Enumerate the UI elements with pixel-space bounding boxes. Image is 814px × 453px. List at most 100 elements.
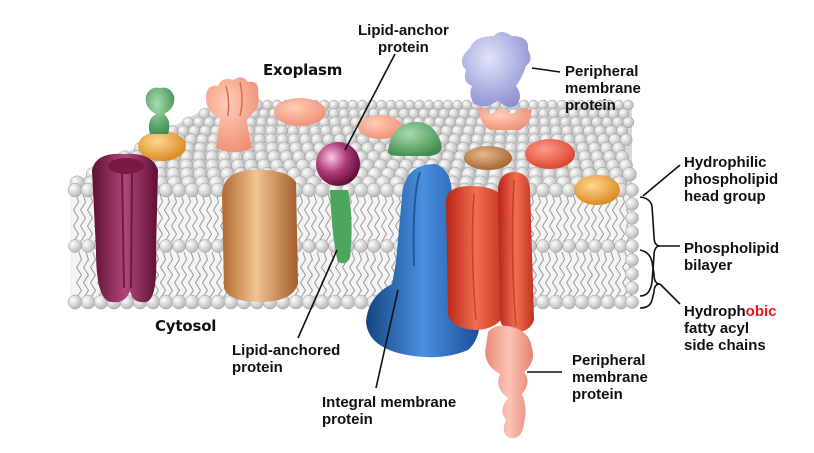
leader-integral: [375, 289, 399, 389]
phospholipid-head: [288, 294, 304, 310]
phospholipid-head: [625, 295, 639, 309]
phospholipid-head: [562, 239, 576, 253]
phospholipid-head: [197, 294, 213, 310]
phospholipid-head: [601, 239, 615, 253]
phospholipid-head: [625, 281, 639, 295]
phospholipid-head: [185, 239, 199, 253]
fatty-acyl-tail: [191, 193, 199, 243]
leader-hydrophilic: [642, 164, 681, 197]
phospholipid-head: [536, 239, 550, 253]
brace-hydrophilic: [639, 196, 661, 297]
phospholipid-head: [80, 294, 96, 310]
fatty-acyl-tail: [324, 193, 332, 243]
fatty-acyl-tail: [555, 193, 563, 243]
leader-lines: [297, 53, 681, 389]
phospholipid-head: [561, 182, 577, 198]
fatty-acyl-tail: [170, 193, 178, 243]
fatty-acyl-tail: [177, 193, 185, 243]
fatty-acyl-tail: [576, 193, 584, 243]
fatty-acyl-tail: [530, 251, 538, 299]
fatty-acyl-tail: [355, 251, 363, 299]
phospholipid-head: [172, 239, 186, 253]
phospholipid-head: [380, 239, 394, 253]
phospholipid-head: [158, 294, 174, 310]
phospholipid-head: [198, 239, 212, 253]
fatty-acyl-tail: [201, 251, 209, 299]
phospholipid-head: [184, 182, 200, 198]
purple-channel-protein: [92, 153, 158, 303]
fatty-acyl-tail: [198, 193, 206, 243]
phospholipid-head: [353, 182, 369, 198]
phospholipid-head: [625, 253, 639, 267]
phospholipid-head: [625, 267, 639, 281]
fatty-acyl-tail: [551, 251, 559, 299]
fatty-acyl-tail: [541, 193, 549, 243]
peripheral-protein-bottom: [485, 325, 533, 439]
fatty-acyl-tail: [317, 193, 325, 243]
fatty-acyl-tail: [380, 193, 388, 243]
phospholipid-head: [314, 182, 330, 198]
phospholipid-head: [625, 211, 639, 225]
fatty-acyl-tail: [86, 193, 94, 243]
fatty-acyl-tail: [373, 193, 381, 243]
phospholipid-head: [561, 294, 577, 310]
phospholipid-head: [315, 239, 329, 253]
phospholipid-head: [158, 182, 174, 198]
phospholipid-head: [625, 183, 639, 197]
lipid-anchor-protein-label: Lipid-anchor protein: [358, 22, 449, 56]
phospholipid-head: [535, 182, 551, 198]
phospholipid-head: [535, 294, 551, 310]
fatty-acyl-tail: [208, 251, 216, 299]
phospholipid-head: [549, 239, 563, 253]
phospholipid-head: [314, 294, 330, 310]
fatty-acyl-tail: [544, 251, 552, 299]
lipid-anchored-protein-label: Lipid-anchored protein: [232, 342, 341, 376]
phospholipid-head: [366, 182, 382, 198]
phospholipid-head: [301, 182, 317, 198]
leader-peripheral-top: [531, 67, 561, 73]
phospholipid-head: [211, 239, 225, 253]
phospholipid-head: [625, 239, 639, 253]
green-mushroom-protein: [145, 87, 175, 134]
phospholipid-head: [340, 294, 356, 310]
leader-hydrophobic: [659, 283, 681, 305]
phospholipid-head: [575, 239, 589, 253]
fatty-acyl-tail: [387, 193, 395, 243]
fatty-acyl-tail: [173, 251, 181, 299]
fatty-acyl-tail: [548, 193, 556, 243]
fatty-acyl-tail: [366, 193, 374, 243]
fatty-acyl-tail: [558, 251, 566, 299]
fatty-acyl-tail: [593, 251, 601, 299]
phospholipid-head: [171, 294, 187, 310]
fatty-acyl-tail: [614, 251, 622, 299]
fatty-acyl-tail: [586, 251, 594, 299]
fatty-acyl-tail: [352, 193, 360, 243]
fatty-acyl-tail: [362, 251, 370, 299]
fatty-acyl-tail: [166, 251, 174, 299]
phospholipid-bilayer-label: Phospholipid bilayer: [684, 240, 779, 274]
pink-clover-protein: [206, 77, 259, 152]
fatty-acyl-tail: [359, 193, 367, 243]
fatty-acyl-tail: [607, 251, 615, 299]
phospholipid-head: [159, 239, 173, 253]
integral-membrane-protein-label: Integral membrane protein: [322, 394, 457, 428]
fatty-acyl-tail: [565, 251, 573, 299]
fatty-acyl-tail: [159, 251, 167, 299]
fatty-acyl-tail: [369, 251, 377, 299]
fatty-acyl-tail: [72, 193, 80, 243]
fatty-acyl-tail: [163, 193, 171, 243]
phospholipid-head: [353, 294, 369, 310]
phospholipid-head: [171, 182, 187, 198]
tan-integral-protein: [222, 169, 298, 302]
phospholipid-head: [548, 294, 564, 310]
lipid-anchor-protein: [316, 142, 360, 264]
red-dome-protein: [525, 139, 575, 169]
phospholipid-head: [327, 294, 343, 310]
surface-proteins: [138, 77, 620, 205]
phospholipid-head: [68, 239, 82, 253]
fatty-acyl-tail: [194, 251, 202, 299]
cytosol-label: Cytosol: [155, 317, 217, 335]
fatty-acyl-tail: [348, 251, 356, 299]
phospholipid-head: [587, 294, 603, 310]
peripheral-membrane-protein-bottom-label: Peripheral membrane protein: [572, 352, 648, 403]
